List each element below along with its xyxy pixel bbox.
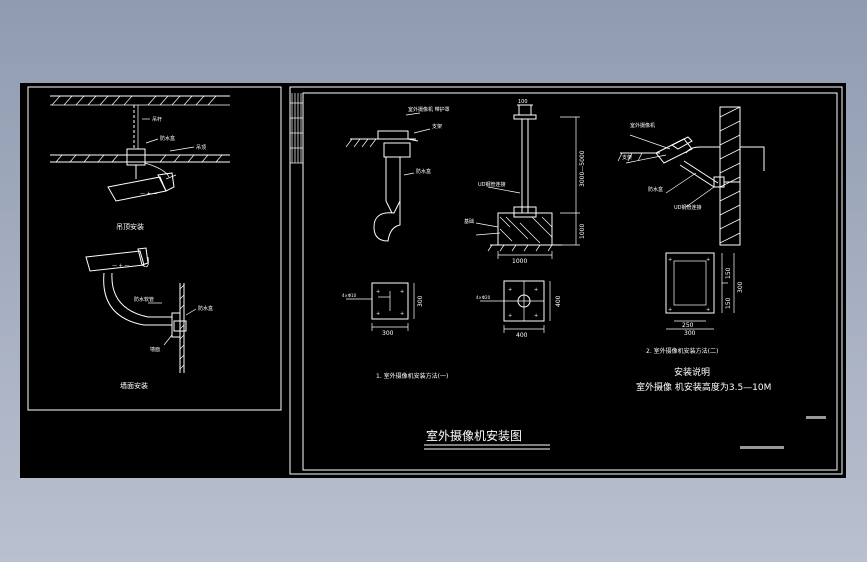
- caption-method-2: 2. 室外摄像机安装方法(二): [646, 347, 718, 355]
- svg-text:+: +: [706, 257, 710, 263]
- dim-plate3-h1: 150: [725, 267, 732, 279]
- svg-text:+: +: [534, 313, 538, 319]
- svg-text:4×Φ10: 4×Φ10: [342, 293, 357, 298]
- svg-text:UD钢管连接: UD钢管连接: [478, 181, 506, 188]
- svg-text:+: +: [376, 289, 380, 295]
- svg-text:防水盒: 防水盒: [198, 305, 213, 312]
- caption-method-1: 1. 室外摄像机安装方法(一): [376, 372, 448, 380]
- svg-text:+: +: [534, 287, 538, 293]
- svg-text:支架: 支架: [432, 123, 442, 130]
- dim-base-width: 1000: [512, 258, 527, 265]
- svg-text:+: +: [400, 289, 404, 295]
- svg-text:防水盒: 防水盒: [648, 186, 663, 193]
- svg-text:UD钢管连接: UD钢管连接: [674, 204, 702, 211]
- svg-text:吊杆: 吊杆: [152, 116, 162, 123]
- install-note-title: 安装说明: [674, 366, 710, 378]
- svg-text:+: +: [508, 313, 512, 319]
- binding-strip: [290, 93, 303, 164]
- dim-plate2-h: 400: [555, 295, 562, 307]
- svg-text:+: +: [376, 311, 380, 317]
- wall-bracket-detail: 室外摄像机 支架 防水盒 UD钢管连接: [617, 106, 765, 246]
- ceiling-mount-detail: 吊杆 防水盒 吊顶 — + —: [50, 95, 230, 202]
- svg-text:+: +: [508, 287, 512, 293]
- svg-text:— + —: — + —: [112, 263, 129, 269]
- svg-text:+: +: [706, 307, 710, 313]
- install-note-text: 室外摄像 机安装高度为3.5—10M: [636, 381, 771, 393]
- main-frame-inner: [302, 92, 838, 471]
- dim-plate1-h: 300: [417, 295, 424, 307]
- svg-text:室外摄像机: 室外摄像机: [630, 122, 655, 129]
- svg-text:防水软管: 防水软管: [134, 296, 154, 303]
- dim-pole-height: 3000—5000: [579, 150, 586, 187]
- left-panel-frame: [27, 86, 282, 411]
- svg-text:— + —: — + —: [140, 191, 157, 197]
- dim-plate3-h2: 150: [725, 297, 732, 309]
- svg-text:防水盒: 防水盒: [160, 135, 175, 142]
- caption-wall-mount: 墙面安装: [120, 381, 148, 390]
- svg-text:室外摄像机 带护罩: 室外摄像机 带护罩: [408, 106, 450, 113]
- base-plate-3: + + + +: [665, 252, 735, 330]
- svg-text:墙面: 墙面: [150, 346, 160, 353]
- svg-text:支架: 支架: [622, 154, 632, 161]
- dim-plate3-w-inner: 250: [682, 322, 694, 329]
- cad-drawing: 吊杆 防水盒 吊顶 — + — 吊顶安装 — + — 防水软管 防水盒 墙面 墙…: [27, 86, 843, 475]
- svg-text:4×Φ20: 4×Φ20: [476, 295, 491, 300]
- pole-foundation-detail: UD钢管连接 基础: [464, 104, 580, 259]
- svg-text:吊顶: 吊顶: [196, 145, 206, 151]
- dim-base-height: 1000: [579, 224, 586, 239]
- svg-text:+: +: [400, 311, 404, 317]
- pole-top-detail: 室外摄像机 带护罩 支架 防水盒: [345, 106, 450, 242]
- dim-plate3-h-total: 300: [737, 281, 744, 293]
- drawing-title: 室外摄像机安装图: [426, 428, 522, 443]
- caption-ceiling-mount: 吊顶安装: [116, 222, 144, 231]
- base-plate-1: + + + + 4×Φ10: [342, 282, 415, 331]
- svg-text:基础: 基础: [464, 218, 474, 225]
- svg-text:+: +: [668, 307, 672, 313]
- scribble-mark: [806, 416, 826, 419]
- dim-plate3-w-outer: 300: [684, 330, 696, 337]
- svg-text:防水盒: 防水盒: [416, 168, 431, 175]
- title-block-mark: [740, 446, 784, 449]
- wall-mount-detail: — + — 防水软管 防水盒 墙面: [85, 247, 213, 373]
- cad-viewport[interactable]: 吊杆 防水盒 吊顶 — + — 吊顶安装 — + — 防水软管 防水盒 墙面 墙…: [20, 83, 846, 478]
- base-plate-2: + + + + 4×Φ20: [476, 280, 551, 333]
- main-frame-outer: [289, 86, 843, 475]
- dim-plate2-w: 400: [516, 332, 528, 339]
- dim-plate1-w: 300: [382, 330, 394, 337]
- svg-text:+: +: [668, 257, 672, 263]
- dim-pole-top: 100: [518, 99, 528, 105]
